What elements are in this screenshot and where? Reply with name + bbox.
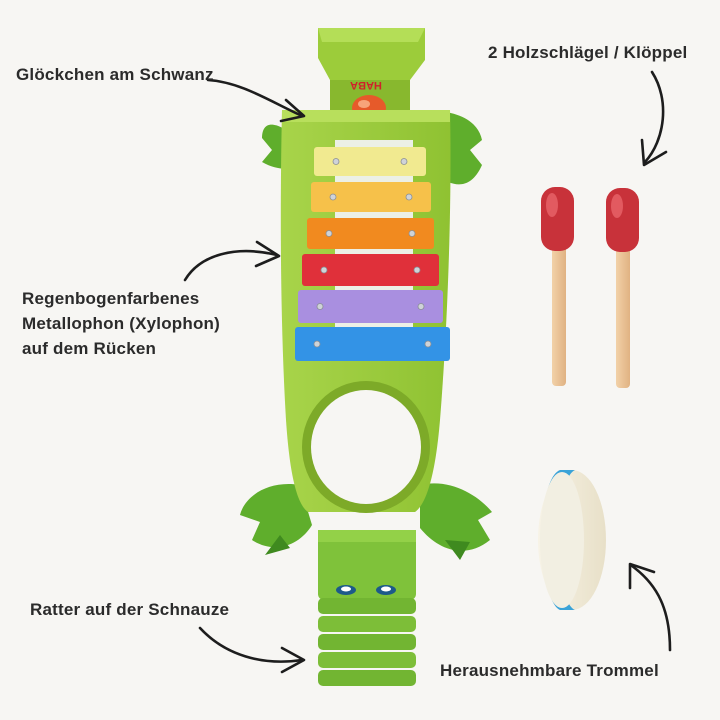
xylophone-bar [314,147,426,176]
bar-screw [417,303,425,310]
label-rattle: Ratter auf der Schnauze [30,600,230,619]
front-leg-left [240,484,312,555]
label-xylophone-line3: auf dem Rücken [22,339,157,358]
crocodile-head-rattle [318,530,416,686]
label-bell: Glöckchen am Schwanz [16,65,214,84]
sound-hole [302,381,430,513]
eye-right-icon [376,585,396,595]
label-mallets: 2 Holzschlägel / Klöppel [488,43,688,62]
drum [538,470,606,610]
label-xylophone: Regenbogenfarbenes Metallophon (Xylophon… [22,286,220,361]
mallet-right [606,188,639,388]
haba-logo: HABA [350,79,382,91]
label-xylophone-line1: Regenbogenfarbenes [22,289,200,308]
rattle-ridges [318,598,416,686]
bar-screw [316,303,324,310]
label-drum: Herausnehmbare Trommel [440,661,659,680]
eye-left-icon [336,585,356,595]
xylophone-bar [307,218,434,249]
bar-screw [332,158,340,165]
bar-screw [405,193,413,201]
xylophone-bars [295,147,450,361]
mallet-left [541,187,574,386]
bar-screw [313,340,321,348]
front-leg-right [420,483,492,560]
xylophone-bar [298,290,443,323]
xylophone-bar [302,254,439,286]
bar-screw [413,266,421,274]
bar-screw [325,230,333,237]
label-xylophone-line2: Metallophon (Xylophon) [22,314,220,333]
bar-screw [320,266,328,274]
xylophone-bar [311,182,431,212]
xylophone-frame [335,140,413,360]
bar-screw [408,230,416,237]
bar-screw [400,158,408,165]
bar-screw [329,193,337,201]
bar-screw [424,340,432,348]
xylophone-bar [295,327,450,361]
